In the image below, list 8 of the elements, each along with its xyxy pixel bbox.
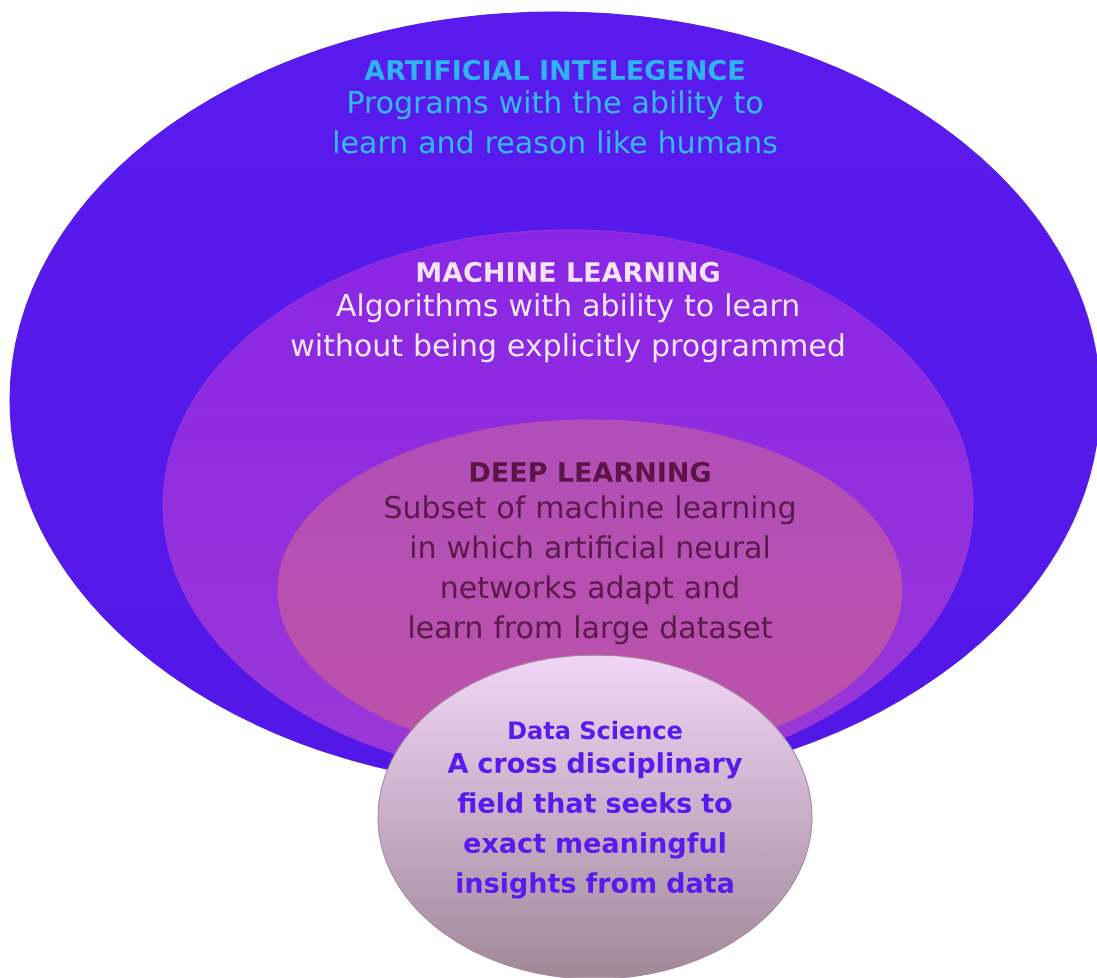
description: Algorithms with ability to learn without being explicitly programmed <box>291 293 844 363</box>
description: Programs with the ability to learn and reason like humans <box>335 90 777 154</box>
heading: DEEP LEARNING <box>470 461 710 483</box>
heading: ARTIFICIAL INTELEGENCE <box>364 59 744 81</box>
description: Subset of machine learning in which artificial neural networks adapt and learn from large dataset <box>385 495 794 645</box>
heading: MACHINE LEARNING <box>417 261 719 283</box>
description: A cross disciplinary field that seeks to exact meaningful insights from data <box>447 752 743 899</box>
heading: Data Science <box>509 720 682 740</box>
